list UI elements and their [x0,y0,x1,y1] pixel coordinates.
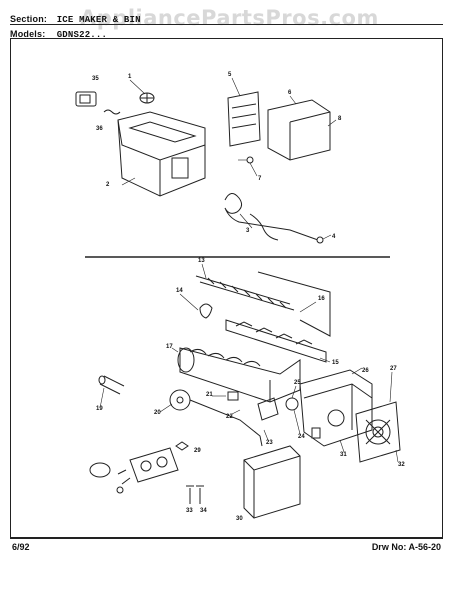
header-divider [10,24,443,25]
watermark: AppliancePartsPros.com [80,6,379,30]
section-label: Section: [10,14,48,24]
callout-20: 20 [154,410,161,416]
callout-31: 31 [340,452,347,458]
callout-3: 3 [246,228,250,234]
drawing-label: Drw No: [371,542,407,552]
wire-harness [224,193,324,244]
callout-30: 30 [236,516,243,522]
leader-lines [99,77,399,463]
callout-27: 27 [390,366,397,372]
callout-23: 23 [266,440,273,446]
callout-33: 33 [186,508,193,514]
cover-box [243,445,301,519]
callout-6: 6 [288,90,292,96]
section-value: ICE MAKER & BIN [56,15,141,25]
callout-16: 16 [318,296,325,302]
models-header: Models: GDNS22... [10,29,107,40]
callout-1: 1 [128,74,132,80]
chute-assembly [227,91,331,164]
callout-8: 8 [338,116,342,122]
callout-5: 5 [228,72,232,78]
callout-35: 35 [92,76,99,82]
callout-25: 25 [294,380,301,386]
callout-29: 29 [194,448,201,454]
water-valve-assembly [89,441,189,494]
footer-divider [10,538,443,539]
callout-19: 19 [96,406,103,412]
callout-34: 34 [200,508,207,514]
ice-maker-assembly [98,271,401,463]
callout-4: 4 [332,234,336,240]
drawing-number-block: Drw No: A-56-20 [372,542,441,552]
callout-17: 17 [166,344,173,350]
diagram-frame [10,38,443,538]
drawing-number: A-56-20 [408,542,441,552]
models-value: GDNS22... [56,30,108,40]
screws [186,485,204,504]
callout-15: 15 [332,360,339,366]
callout-32: 32 [398,462,405,468]
models-label: Models: [10,29,46,39]
callout-13: 13 [198,258,205,264]
callout-36: 36 [96,126,103,132]
callout-21: 21 [206,392,213,398]
section-header: Section: ICE MAKER & BIN [10,14,141,25]
callout-22: 22 [226,414,233,420]
callout-7: 7 [258,176,262,182]
revision-date: 6/92 [12,542,30,552]
callout-14: 14 [176,288,183,294]
callout-24: 24 [298,434,305,440]
ice-bin-assembly [75,91,206,197]
callout-26: 26 [362,368,369,374]
callout-2: 2 [106,182,110,188]
